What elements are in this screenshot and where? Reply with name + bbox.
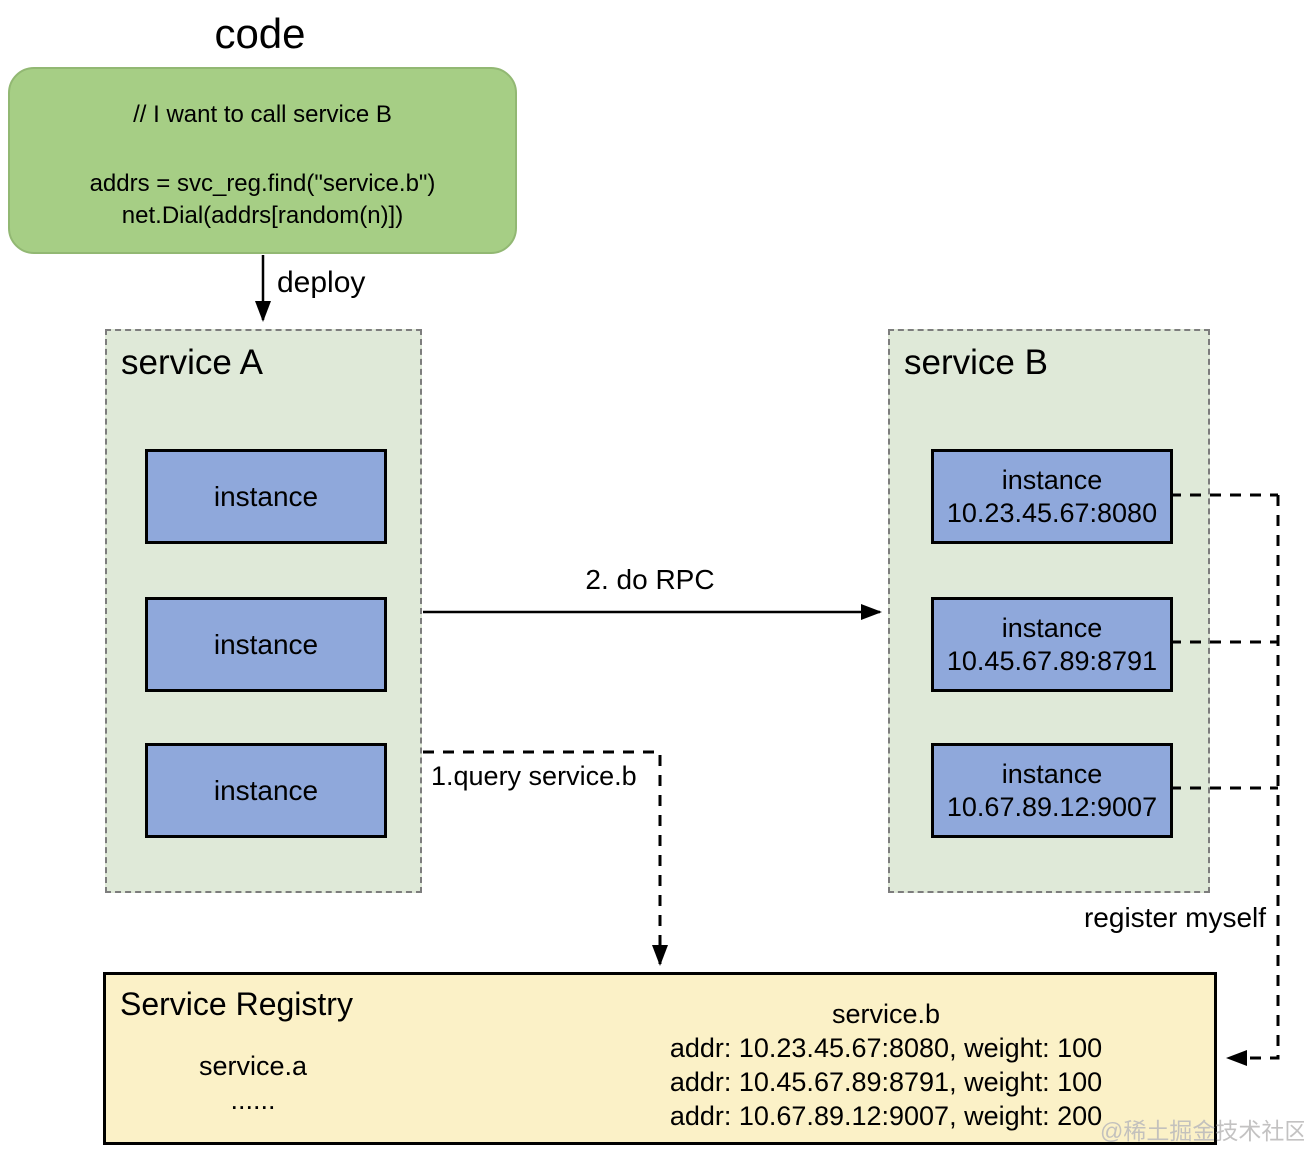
- instance-label: instance: [1001, 758, 1103, 789]
- watermark: @稀土掘金技术社区: [1100, 1118, 1304, 1144]
- service-a-title: service A: [121, 343, 263, 382]
- service-b-title: service B: [904, 343, 1048, 382]
- registry-service-b-entry: service.b addr: 10.23.45.67:8080, weight…: [586, 997, 1186, 1133]
- service-a-container: service A instance instance instance: [105, 329, 422, 893]
- code-line-2: net.Dial(addrs[random(n)]): [121, 202, 404, 229]
- code-line-1: addrs = svc_reg.find("service.b"): [89, 170, 436, 197]
- instance-label: instance: [213, 775, 319, 806]
- instance-label: instance: [213, 629, 319, 660]
- code-box: // I want to call service B addrs = svc_…: [8, 67, 517, 254]
- registry-record: addr: 10.45.67.89:8791, weight: 100: [669, 1067, 1103, 1097]
- registry-record: addr: 10.67.89.12:9007, weight: 200: [669, 1101, 1103, 1131]
- code-title: code: [214, 10, 306, 57]
- instance-label: instance: [1001, 464, 1103, 495]
- registry-service-b-name: service.b: [831, 999, 941, 1029]
- deploy-label: deploy: [277, 266, 366, 299]
- service-b-instance-2: instance 10.45.67.89:8791: [931, 597, 1173, 692]
- registry-service-a-name: service.a: [198, 1051, 308, 1081]
- service-registry-container: Service Registry service.a ...... servic…: [103, 972, 1217, 1145]
- query-label: 1.query service.b: [431, 761, 637, 791]
- register-dashed-arrow: [1226, 495, 1280, 1066]
- instance-address: 10.23.45.67:8080: [946, 497, 1158, 528]
- instance-label: instance: [1001, 612, 1103, 643]
- instance-address: 10.45.67.89:8791: [946, 645, 1158, 676]
- do-rpc-label: 2. do RPC: [585, 564, 715, 595]
- registry-ellipsis: ......: [230, 1085, 276, 1115]
- service-a-instance-1: instance: [145, 449, 387, 544]
- registry-record: addr: 10.23.45.67:8080, weight: 100: [669, 1033, 1103, 1063]
- service-a-instance-3: instance: [145, 743, 387, 838]
- service-a-instance-2: instance: [145, 597, 387, 692]
- service-b-container: service B instance 10.23.45.67:8080 inst…: [888, 329, 1210, 893]
- code-comment-line: // I want to call service B: [133, 101, 392, 128]
- service-b-instance-3: instance 10.67.89.12:9007: [931, 743, 1173, 838]
- instance-address: 10.67.89.12:9007: [946, 791, 1158, 822]
- register-myself-label: register myself: [1083, 902, 1267, 933]
- service-b-instance-1: instance 10.23.45.67:8080: [931, 449, 1173, 544]
- service-registry-title: Service Registry: [120, 986, 353, 1022]
- registry-service-a-entry: service.a ......: [153, 1049, 353, 1117]
- instance-label: instance: [213, 481, 319, 512]
